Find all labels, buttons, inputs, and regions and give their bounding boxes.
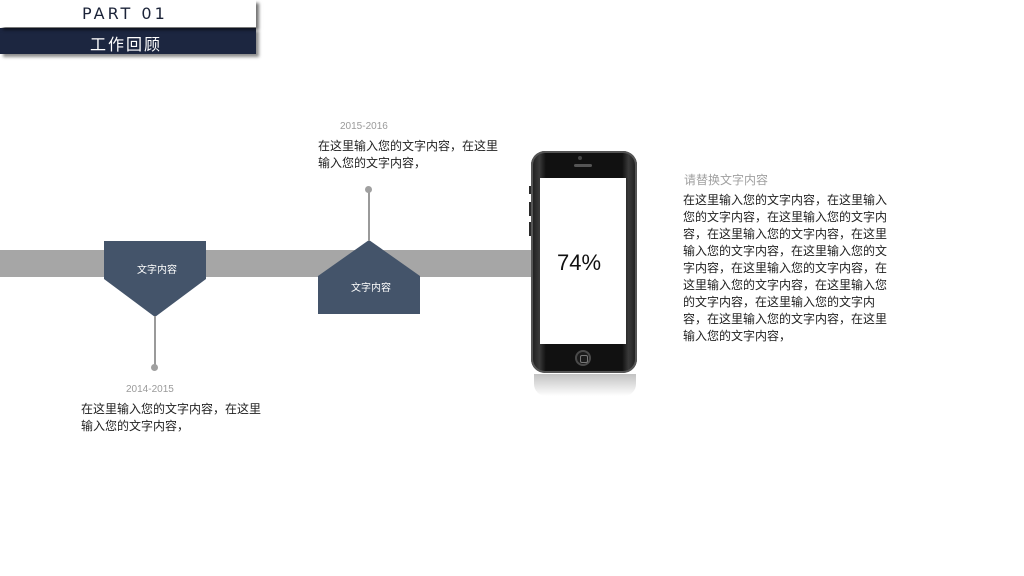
section-title-bar: 工作回顾 [0,28,256,54]
milestone-2-dot [365,186,372,193]
phone-home-button-square [580,355,588,363]
right-panel-heading: 请替换文字内容 [684,173,769,187]
milestone-1-shape [104,241,206,317]
right-panel-body: 在这里输入您的文字内容，在这里输入您的文字内容，在这里输入您的文字内容，在这里输… [683,193,888,343]
phone-volume-up [529,202,532,216]
phone-screen [540,178,626,344]
part-number-box: PART 01 [0,0,256,27]
milestone-1-description: 在这里输入您的文字内容，在这里输入您的文字内容， [81,402,262,433]
milestone-1-label: 文字内容 [137,265,177,276]
phone-percent-value: 74% [556,250,602,275]
milestone-1-year: 2014-2015 [126,384,174,395]
phone-side-button [529,186,532,194]
timeline-band [0,250,537,277]
milestone-2-label: 文字内容 [351,283,391,294]
milestone-1-dot [151,364,158,371]
phone-camera [578,156,582,160]
phone-volume-down [529,222,532,236]
phone-reflection [534,374,636,396]
milestone-2-description: 在这里输入您的文字内容，在这里输入您的文字内容， [318,139,499,170]
milestone-2-year: 2015-2016 [340,121,388,132]
milestone-1-connector [154,316,156,366]
part-number-label: PART 01 [82,4,168,23]
phone-speaker [574,164,592,167]
milestone-2-connector [368,191,370,241]
section-title: 工作回顾 [90,35,163,54]
milestone-2-shape [318,240,420,314]
